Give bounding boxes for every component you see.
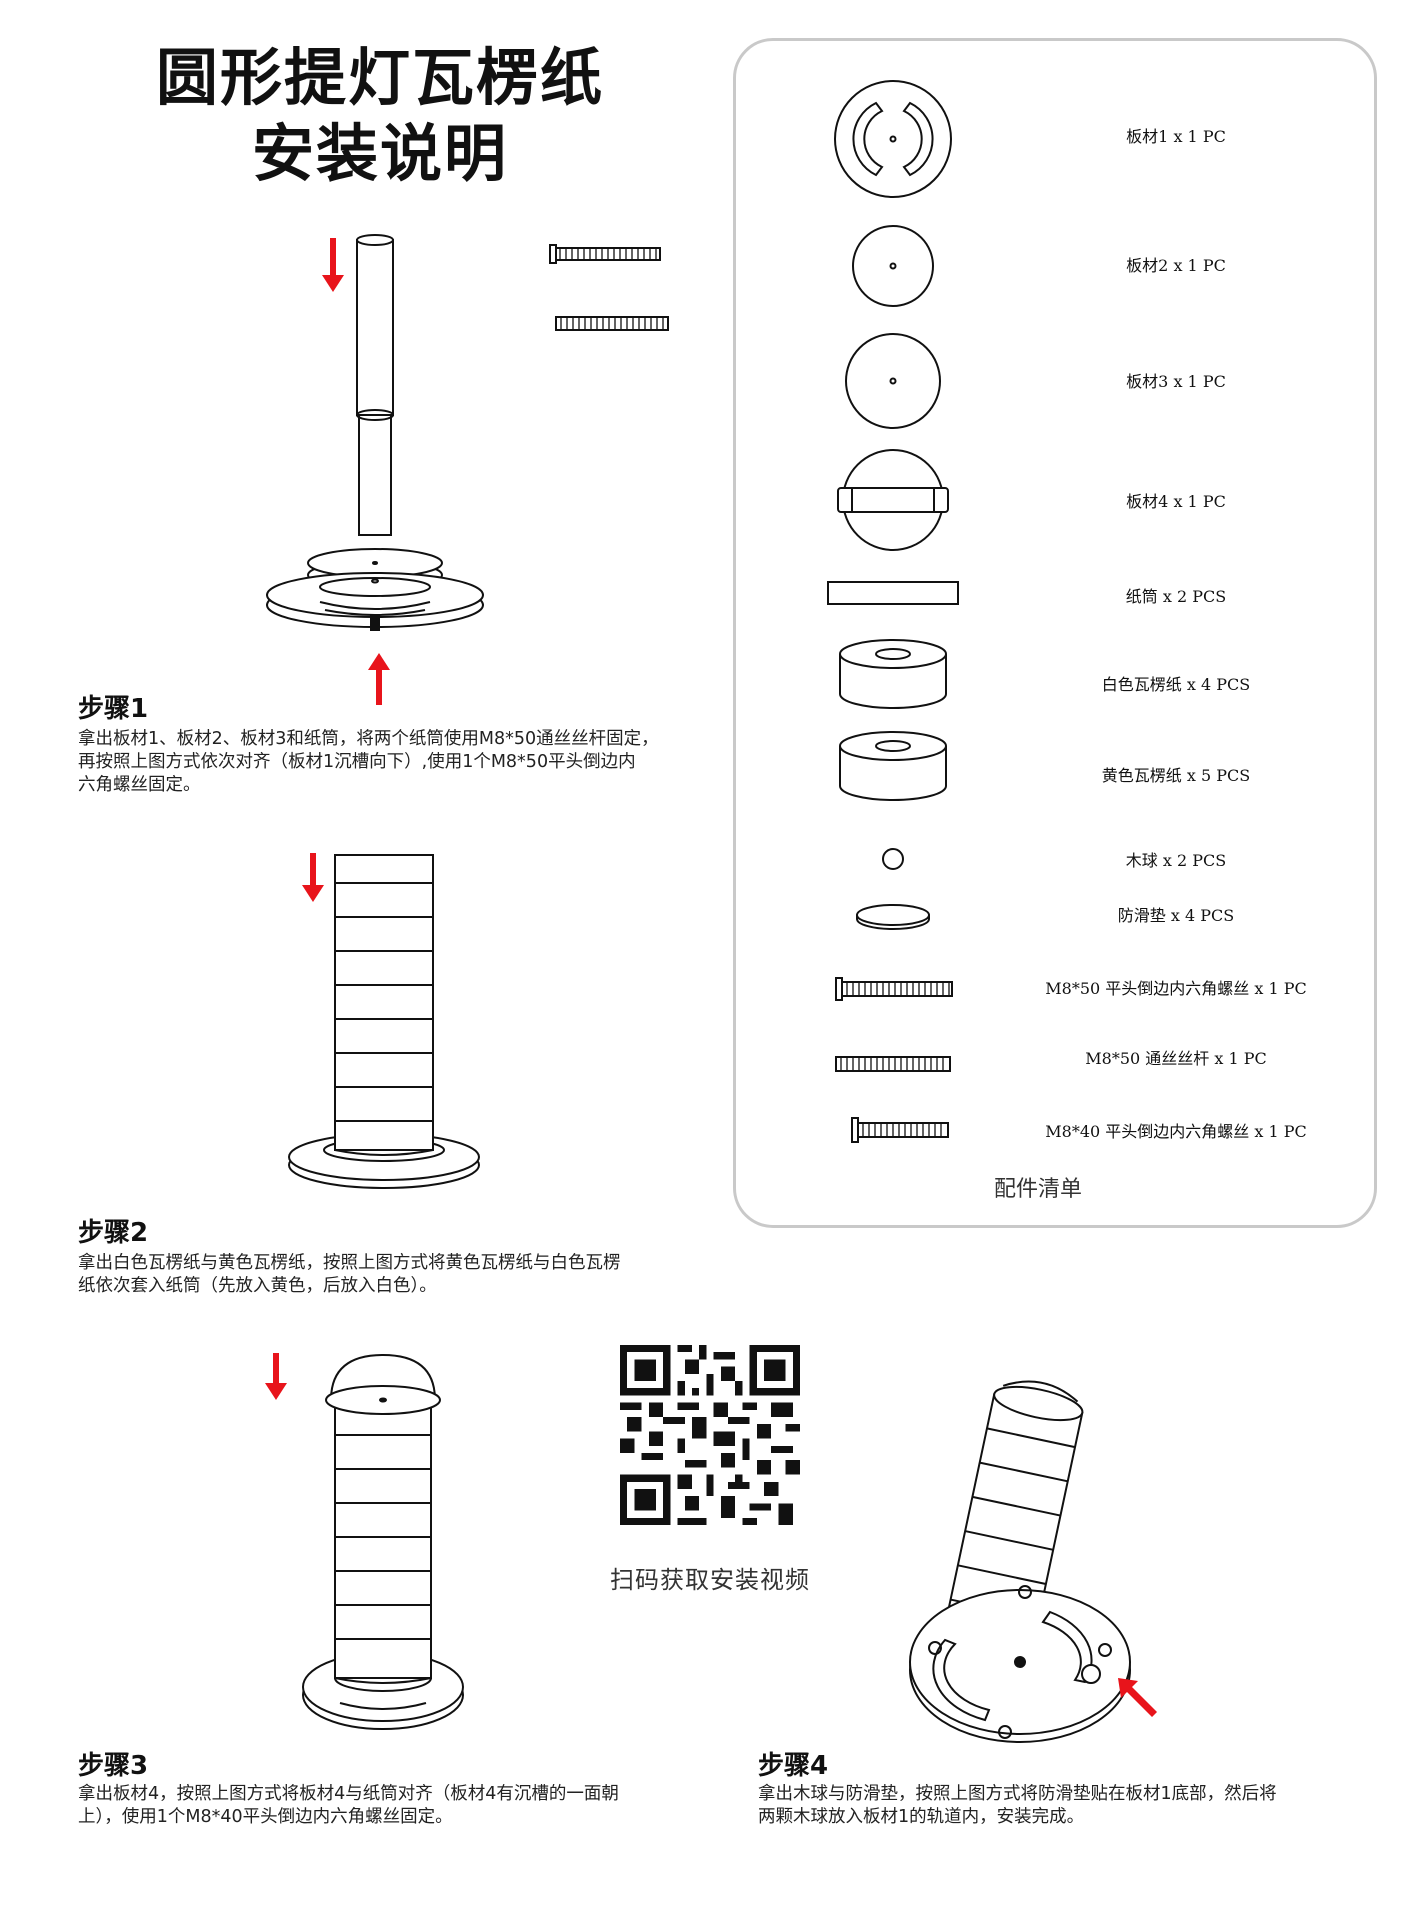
disc-icon bbox=[845, 333, 941, 429]
ring-icon bbox=[839, 731, 947, 801]
step3-text: 拿出板材4，按照上图方式将板材4与纸筒对齐（板材4有沉槽的一面朝 上），使用1个… bbox=[78, 1784, 619, 1827]
arrow-down-icon bbox=[322, 238, 344, 292]
step2-text: 拿出白色瓦楞纸与黄色瓦楞纸，按照上图方式将黄色瓦楞纸与白色瓦楞 纸依次套入纸筒（… bbox=[78, 1253, 621, 1296]
parts-icons bbox=[827, 80, 959, 1143]
part-label: 板材2 x 1 PC bbox=[1126, 256, 1226, 275]
part-label: M8*50 通丝丝杆 x 1 PC bbox=[1085, 1049, 1267, 1068]
arrow-down-icon bbox=[265, 1353, 287, 1400]
step4-illustration bbox=[909, 1380, 1157, 1743]
step3-title: 步骤3 bbox=[78, 1751, 149, 1781]
part-label: 黄色瓦楞纸 x 5 PCS bbox=[1101, 766, 1251, 785]
arrow-down-icon bbox=[302, 853, 324, 902]
threaded-rod-icon bbox=[555, 316, 669, 331]
part-label: 木球 x 2 PCS bbox=[1125, 851, 1227, 870]
arrow-diagonal-icon bbox=[1118, 1678, 1157, 1717]
step4-text: 拿出木球与防滑垫，按照上图方式将防滑垫贴在板材1底部，然后将 两颗木球放入板材1… bbox=[758, 1784, 1277, 1827]
step1-text: 拿出板材1、板材2、板材3和纸筒，将两个纸筒使用M8*50通丝丝杆固定， 再按照… bbox=[78, 729, 659, 795]
screw-icon bbox=[851, 1117, 949, 1143]
arrow-up-icon bbox=[368, 653, 390, 705]
step1-illustration bbox=[266, 234, 669, 705]
part-label: 白色瓦楞纸 x 4 PCS bbox=[1101, 675, 1251, 694]
part-label: M8*50 平头倒边内六角螺丝 x 1 PC bbox=[1045, 979, 1307, 998]
disc-with-slots-icon bbox=[834, 80, 952, 198]
step1-title: 步骤1 bbox=[78, 694, 149, 724]
title-line-1: 圆形提灯瓦楞纸 bbox=[155, 41, 604, 114]
screw-icon bbox=[549, 244, 661, 264]
title-line-2: 安装说明 bbox=[251, 117, 508, 190]
part-label: 纸筒 x 2 PCS bbox=[1125, 587, 1227, 606]
qr-code[interactable] bbox=[620, 1345, 800, 1525]
step2-title: 步骤2 bbox=[78, 1218, 149, 1248]
step3-illustration bbox=[265, 1353, 464, 1730]
pad-icon bbox=[856, 904, 930, 930]
step4-title: 步骤4 bbox=[758, 1751, 829, 1781]
ball-icon bbox=[882, 848, 904, 870]
step2-illustration bbox=[288, 853, 480, 1189]
disc-icon bbox=[852, 225, 934, 307]
document-title: 圆形提灯瓦楞纸 安装说明 bbox=[130, 40, 630, 192]
part-label: M8*40 平头倒边内六角螺丝 x 1 PC bbox=[1045, 1122, 1307, 1141]
qr-caption: 扫码获取安装视频 bbox=[610, 1566, 810, 1594]
tube-icon bbox=[827, 581, 959, 605]
screw-icon bbox=[835, 977, 953, 1001]
part-label: 防滑垫 x 4 PCS bbox=[1117, 906, 1235, 925]
ring-icon bbox=[839, 639, 947, 709]
parts-list-panel: 板材1 x 1 PC 板材2 x 1 PC 板材3 x 1 PC 板材4 x 1… bbox=[733, 38, 1377, 1228]
part-label: 板材4 x 1 PC bbox=[1126, 492, 1226, 511]
part-label: 板材3 x 1 PC bbox=[1126, 372, 1226, 391]
threaded-rod-icon bbox=[835, 1056, 951, 1072]
part-label: 板材1 x 1 PC bbox=[1126, 127, 1226, 146]
parts-list-caption: 配件清单 bbox=[994, 1177, 1083, 1202]
disc-with-bar-icon bbox=[837, 449, 949, 551]
